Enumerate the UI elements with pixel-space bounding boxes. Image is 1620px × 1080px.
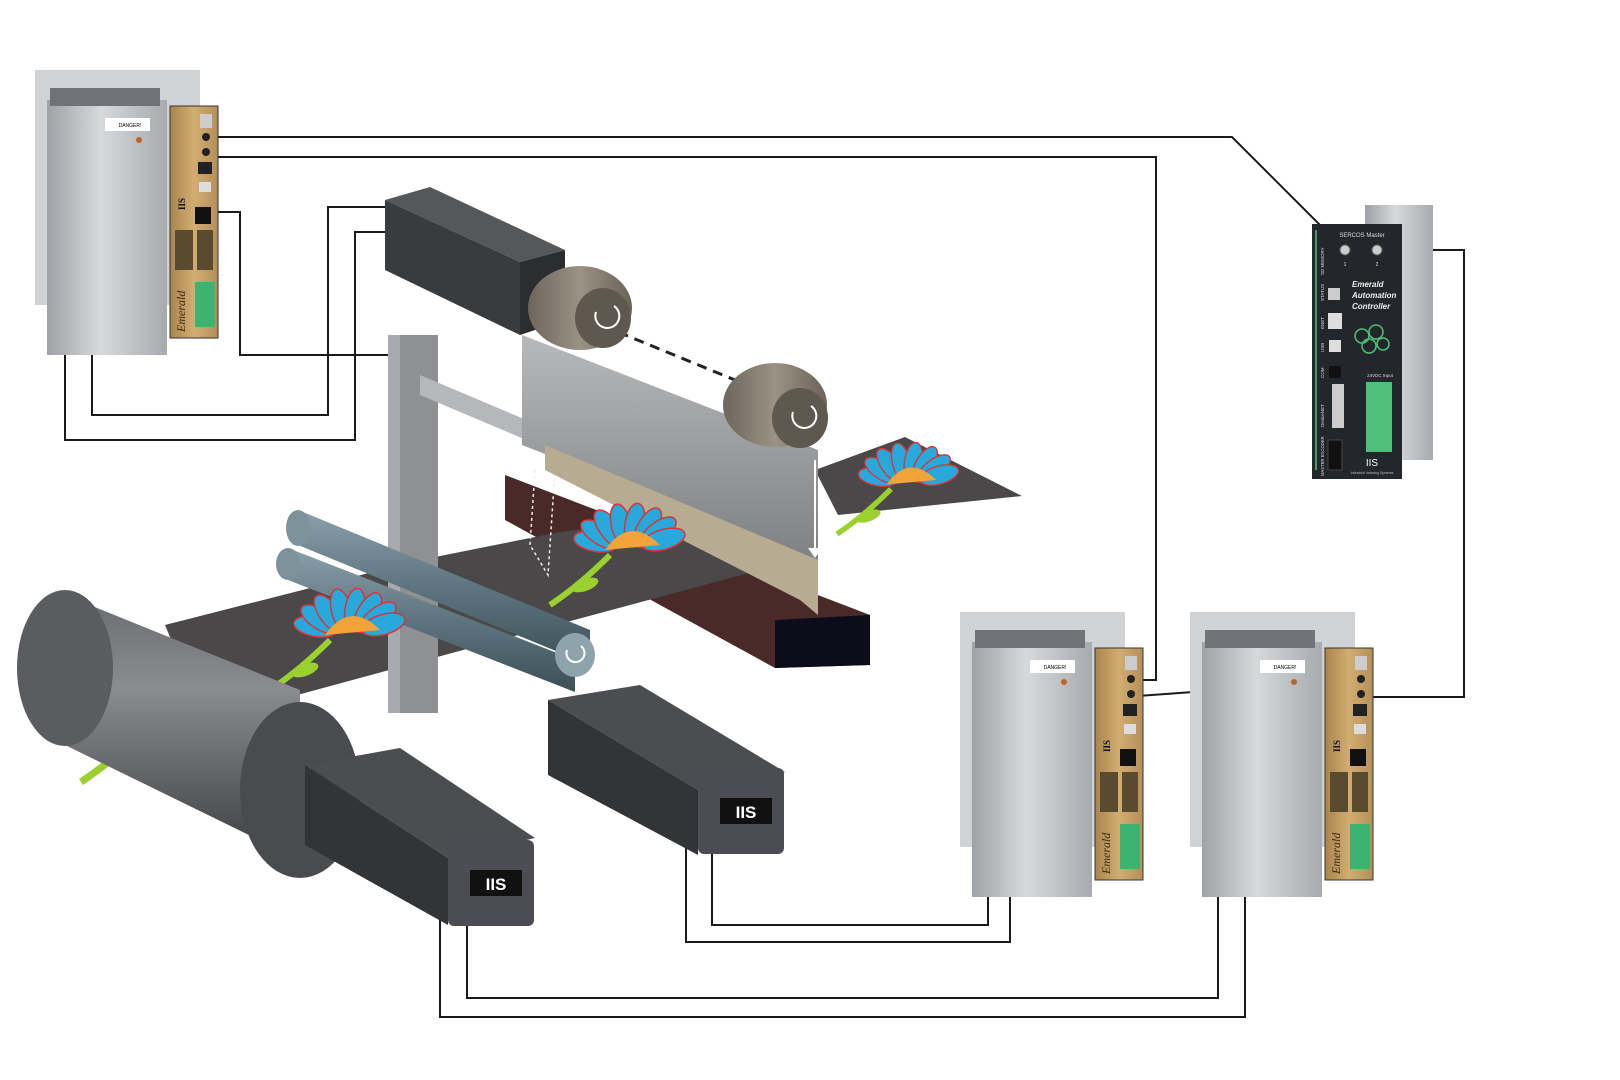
controller-side-label-sd: SD MEMORY [1320,247,1325,275]
controller-side-label-usb: USB [1320,343,1325,352]
power-connector[interactable] [195,282,215,327]
controller-title-1: Emerald [1352,280,1385,289]
port-label-2: 2 [1376,262,1379,268]
drive-logo: IIS [1332,740,1342,752]
servo-drive-1: DANGER! IIS Emerald [35,70,219,355]
motor2-wire-a [711,848,989,926]
knife-servo-motor [385,187,828,448]
flower-print-1 [268,587,406,693]
power-connector[interactable] [1350,824,1370,869]
feedback-port[interactable] [1350,749,1366,766]
flower-print-3 [835,441,960,537]
motor1-wire-a [439,893,1246,1018]
servo-drives: DANGER!IISEmeraldDANGER!IISEmeraldDANGER… [35,70,1374,897]
db-connector[interactable] [1100,772,1118,812]
controller-side-label-status: STATUS [1320,284,1325,301]
feedback-port[interactable] [195,207,211,224]
sercos-ring-wire-drive2 [218,156,1157,681]
controller-side-label-com: COM [1320,367,1325,378]
drive-brand-script: Emerald [1099,832,1113,875]
drive-heatsink-cover [972,642,1092,897]
sercos-in-port[interactable] [202,133,210,141]
sercos-in-port[interactable] [1357,675,1365,683]
feedback-wire-top-a [210,211,388,356]
db-connector[interactable] [1122,772,1138,812]
hexagon-logo [1354,324,1390,354]
sercos-out-port[interactable] [1127,690,1135,698]
encoder-connector[interactable] [1327,439,1343,471]
danger-label [105,118,150,131]
usb-port[interactable] [1329,340,1341,352]
motor1-wire-b [466,893,1219,999]
motor-logo-iis: IIS [486,875,507,894]
nip-rollers [276,510,595,692]
controller-logo: IIS [1366,458,1379,469]
status-led [1291,679,1297,685]
danger-label-text: DANGER! [1044,665,1067,671]
flower-print-2 [548,502,686,608]
status-led [1061,679,1067,685]
motor2-wire-b [685,848,1011,943]
danger-label-text: DANGER! [1274,665,1297,671]
usb-port[interactable] [199,182,211,192]
power-connector[interactable] [1366,382,1392,452]
usb-port[interactable] [1354,724,1366,734]
sercos-in-port[interactable] [1127,675,1135,683]
controller-footer: Industrial Indexing Systems [1351,471,1394,475]
db-connector[interactable] [197,230,213,270]
feedback-port[interactable] [1120,749,1136,766]
motor-logo-iis: IIS [736,803,757,822]
controller-header: SERCOS Master [1339,233,1384,239]
controller-side-label-devicenet: DeviceNET [1320,404,1325,427]
db-connector[interactable] [175,230,193,270]
danger-label [1260,660,1305,673]
rewind-servo-motor: IIS [305,748,535,926]
support-arm [420,375,550,450]
sercos-port-2[interactable] [1371,244,1383,256]
controller-side-label-enet: ENET [1320,317,1325,329]
devicenet-connector[interactable] [1332,384,1344,428]
enet-port[interactable] [1328,313,1342,329]
drive-heatsink-cover [47,100,167,355]
drive-logo: IIS [1102,740,1112,752]
power-label: 24VDC Input [1367,373,1394,378]
ethernet-port[interactable] [1123,704,1137,716]
sercos-out-port[interactable] [1357,690,1365,698]
web-machine: IIS IIS [17,187,1022,926]
ethernet-port[interactable] [198,162,212,174]
sercos-ring-wire-top [218,136,1346,251]
servo-drive-3: DANGER! IIS Emerald [1190,612,1374,897]
usb-port[interactable] [1124,724,1136,734]
power-connector[interactable] [1120,824,1140,869]
controller-title-3: Controller [1352,302,1391,311]
db-connector[interactable] [1330,772,1348,812]
controller-side-label-master-encoder: MASTER ENCODER [1320,436,1325,476]
ethernet-port[interactable] [1353,704,1367,716]
danger-label-text: DANGER! [119,123,142,129]
danger-label [1030,660,1075,673]
drive-logo: IIS [177,198,187,210]
nip-servo-motor: IIS [548,685,785,855]
drive-heatsink-cover [1202,642,1322,897]
servo-drive-2: DANGER! IIS Emerald [960,612,1144,897]
status-led [136,137,142,143]
emerald-automation-controller: SERCOS Master 1 2 Emerald Automation Con… [1312,205,1433,479]
port-label-1: 1 [1344,262,1347,268]
controller-title-2: Automation [1351,291,1397,300]
com-port[interactable] [1329,366,1341,378]
db-connector[interactable] [1352,772,1368,812]
knife-bar [522,335,818,560]
status-display [1328,288,1340,300]
drive-brand-script: Emerald [174,290,188,333]
sercos-port-1[interactable] [1339,244,1351,256]
sercos-out-port[interactable] [202,148,210,156]
feedback-wire-top-c [91,206,388,416]
drive-brand-script: Emerald [1329,832,1343,875]
feedback-wire-top-b [64,231,388,441]
